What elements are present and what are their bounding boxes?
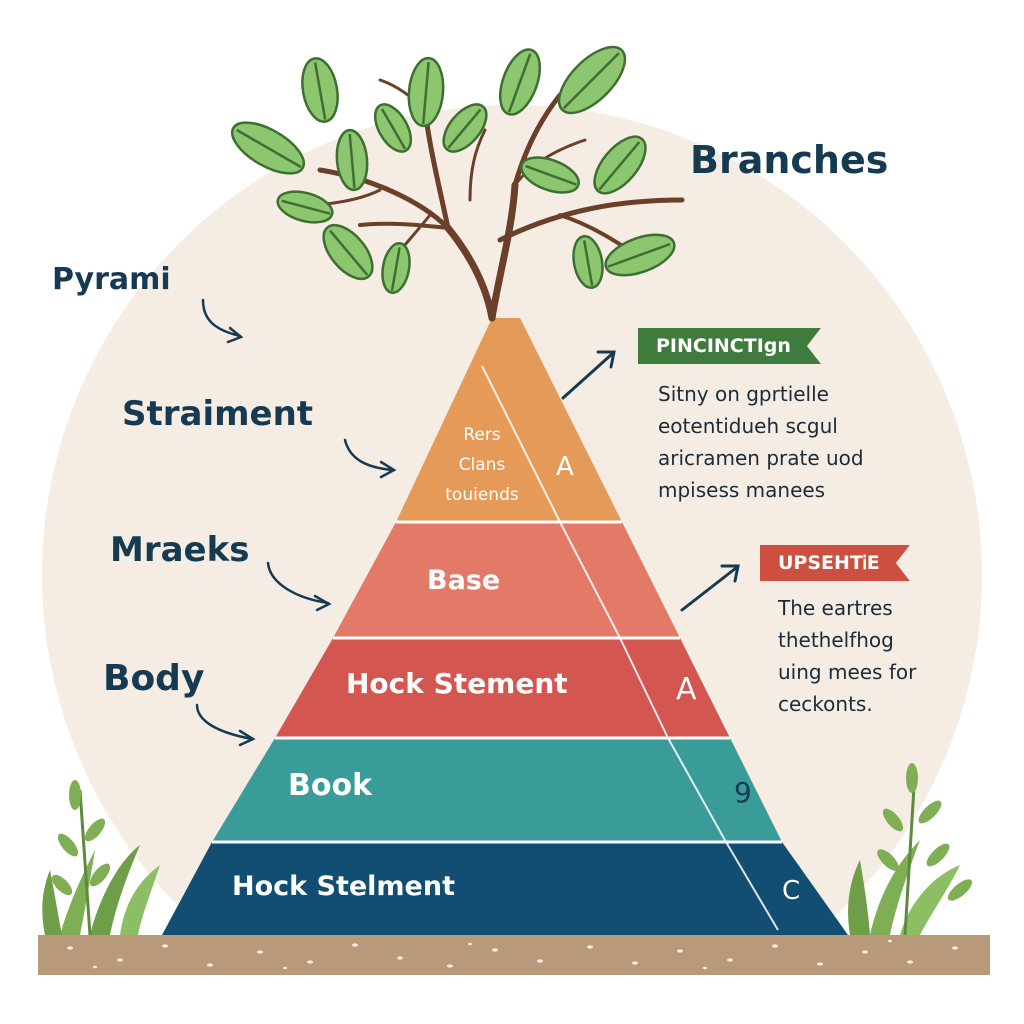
- callout-2-banner: UPSEHTᎥE: [760, 545, 910, 581]
- arrow-head: [379, 460, 397, 479]
- tier-top-line: touiends: [445, 485, 519, 505]
- label-body: Body: [103, 658, 205, 699]
- arrow-head: [720, 564, 740, 583]
- grass-left: [42, 780, 160, 936]
- tree-leaves: [230, 45, 676, 294]
- grass-right: [848, 763, 973, 936]
- label-pyramid: Pyrami: [52, 262, 171, 297]
- tier-second: [333, 522, 680, 638]
- tier-top-line: Clans: [458, 455, 506, 475]
- leaf: [381, 242, 411, 294]
- tier-top-text: Rers Clans touiends: [432, 420, 532, 510]
- arrow-head: [313, 594, 332, 612]
- label-mraeks: Mraeks: [110, 530, 250, 570]
- soil: [38, 935, 990, 975]
- leaf: [407, 56, 445, 128]
- leaf: [335, 128, 369, 192]
- arrow-straiment: [343, 438, 395, 472]
- tier-fourth-label: Book: [288, 768, 373, 803]
- tier-bottom: [162, 842, 848, 935]
- tier-third-side-letter: A: [676, 672, 697, 707]
- leaf: [442, 103, 488, 153]
- tier-top-line: Rers: [463, 425, 501, 445]
- leaf: [498, 48, 542, 116]
- leaf: [276, 190, 334, 224]
- callout-1-banner: PINCINCTIgn: [638, 328, 821, 364]
- tier-third-label: Hock Stement: [346, 667, 568, 700]
- right-arrows: [561, 350, 740, 612]
- leaf: [604, 233, 676, 277]
- leaf: [520, 156, 580, 194]
- tier-second-label: Base: [427, 565, 501, 596]
- arrow-body: [195, 703, 254, 741]
- tier-dividers: [212, 520, 782, 844]
- tier-bottom-label: Hock Stelment: [232, 871, 456, 902]
- arrow-to-callout-1: [561, 352, 614, 400]
- tier-top-side-letter: A: [556, 452, 574, 482]
- leaf: [572, 235, 604, 289]
- callout-2-line: ceckonts.: [778, 692, 873, 716]
- callout-2-line: The eartres: [778, 596, 893, 620]
- callout-1-text: Sitny on gprtielle eotentiduеh scgul ari…: [658, 378, 864, 506]
- callout-1-line: mpisess manees: [658, 478, 826, 502]
- leaf: [373, 103, 413, 153]
- tier-fourth-side-letter: 9: [734, 776, 752, 809]
- arrow-pyramid: [201, 298, 242, 338]
- callout-2-text: The eartres thethelfhog uing mees for ce…: [778, 592, 916, 720]
- label-straiment: Straiment: [122, 394, 314, 434]
- arrow-head: [238, 729, 256, 747]
- callout-2-line: uing mees for: [778, 660, 917, 684]
- leaf: [322, 223, 374, 281]
- arrow-head: [226, 326, 244, 344]
- tier-bottom-side-letter: C: [782, 876, 801, 906]
- arrow-mraeks: [266, 561, 330, 605]
- callout-1-line: Sitny on gprtielle: [658, 382, 829, 406]
- pyramid: [162, 318, 848, 935]
- arrow-head: [596, 350, 616, 369]
- callout-1-line: eotentiduеh scgul: [658, 414, 838, 438]
- leaf: [230, 121, 306, 175]
- left-arrows: [195, 298, 397, 747]
- callout-2-line: thethelfhog: [778, 628, 894, 652]
- tier-fourth: [212, 738, 782, 842]
- leaf: [301, 57, 339, 123]
- arrow-to-callout-2: [680, 566, 738, 612]
- leaf: [593, 135, 647, 195]
- callout-1-line: aricramen prate uod: [658, 446, 864, 470]
- label-branches: Branches: [690, 138, 889, 182]
- leaf: [557, 45, 627, 115]
- inner-diagonals: [481, 365, 779, 931]
- tier-third: [275, 638, 730, 738]
